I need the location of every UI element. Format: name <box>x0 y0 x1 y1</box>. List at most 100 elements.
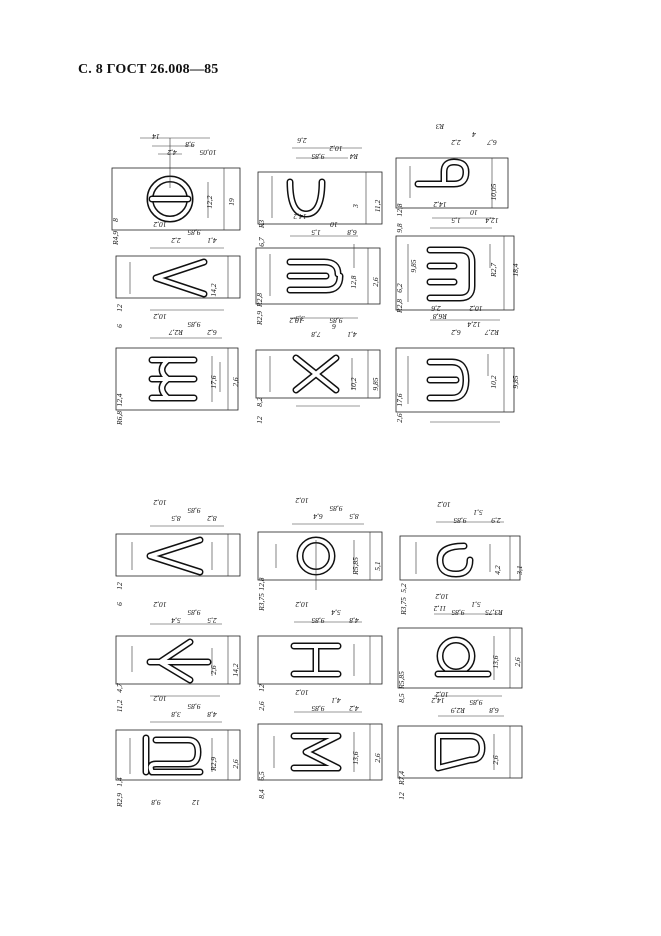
dimension-label: 12,4 <box>115 393 124 406</box>
dimension-label: 10,2 <box>289 316 302 325</box>
dimension-label: 10,2 <box>153 220 166 229</box>
dimension-label: 10,2 <box>153 498 166 507</box>
dimension-label: 9,8 <box>151 798 161 807</box>
dimension-label: 6,2 <box>395 283 404 293</box>
dimension-label: 10,2 <box>489 375 498 388</box>
dimension-label: 2,6 <box>491 755 500 765</box>
dimension-label: R5,85 <box>351 557 360 576</box>
dimension-label: R3,75 <box>257 593 266 612</box>
dimension-label: 4,2 <box>167 148 177 157</box>
dimension-label: 9,8 <box>185 140 195 149</box>
dimension-label: R2,8 <box>255 293 264 308</box>
dimension-label: 10,2 <box>469 304 482 313</box>
dimension-label: R4 <box>350 152 360 161</box>
dimension-label: 10,2 <box>295 688 308 697</box>
dimension-label: 8,5 <box>397 693 406 703</box>
dimension-label: 9,85 <box>311 704 324 713</box>
dimension-label: R5,85 <box>397 671 406 690</box>
dimension-label: 4,2 <box>349 704 359 713</box>
dimension-label: R6,8 <box>115 411 124 426</box>
dimension-label: 13,6 <box>351 751 360 764</box>
dimension-label: 12,2 <box>205 195 214 208</box>
dimension-label: 10,2 <box>295 496 308 505</box>
dimension-label: 10,05 <box>489 183 498 200</box>
dimension-label: 17,6 <box>209 375 218 388</box>
dimension-label: 10,05 <box>199 148 216 157</box>
dimension-label: 1,5 <box>311 228 321 237</box>
dimension-label: R2,9 <box>255 311 264 326</box>
dimension-label: 10,2 <box>349 377 358 390</box>
dimension-label: 5,2 <box>399 583 408 593</box>
dimension-label: 5,1 <box>471 600 480 609</box>
dimension-label: 13,6 <box>491 655 500 668</box>
dimension-label: 4 <box>472 130 476 139</box>
dimension-label: 14,2 <box>433 200 446 209</box>
dimension-label: 5,1 <box>373 561 382 570</box>
dimension-label: 6,7 <box>487 138 497 147</box>
dimension-label: 6,8 <box>489 706 499 715</box>
dimension-label: 11,2 <box>115 699 124 712</box>
dimension-label: 9,85 <box>453 516 466 525</box>
dimension-label: 4,1 <box>207 236 216 245</box>
dimension-label: 9,85 <box>469 698 482 707</box>
dimension-label: 8,5 <box>171 514 181 523</box>
dimension-label: 2,6 <box>209 665 218 675</box>
dimension-label: 11,2 <box>433 604 446 613</box>
dimension-label: 12,8 <box>349 275 358 288</box>
dimension-label: 4,2 <box>493 565 502 575</box>
dimension-label: 3,9 <box>295 314 306 323</box>
dimension-label: R3,75 <box>485 608 504 617</box>
dimension-label: 12,4 <box>485 216 498 225</box>
dimension-label: 2,6 <box>231 377 240 387</box>
dimension-label: 5,4 <box>171 616 181 625</box>
dimension-label: 12 <box>192 798 200 807</box>
dimension-label: 12,4 <box>467 320 480 329</box>
dimension-label: 2,6 <box>431 304 441 313</box>
dimension-label: 9,85 <box>511 375 520 388</box>
dimension-label: R2,8 <box>395 299 404 314</box>
dimension-label: 9,8 <box>395 223 404 233</box>
dimension-label: 10,2 <box>435 690 448 699</box>
dimension-label: R2,7 <box>169 328 184 337</box>
dimension-label: 3,8 <box>171 710 182 719</box>
dimension-label: 14,2 <box>209 283 218 296</box>
dimension-label: 2,6 <box>297 136 307 145</box>
dimension-label: 12,8 <box>395 203 404 216</box>
dimension-label: R2,7 <box>485 328 500 337</box>
dimension-label: 4,8 <box>349 616 359 625</box>
dimension-label: 2,9 <box>491 516 501 525</box>
dimension-label: 6,7 <box>257 237 266 247</box>
dimension-label: 8 <box>111 218 120 222</box>
dimension-label: 5,1 <box>473 508 482 517</box>
dimension-label: 10,2 <box>329 144 342 153</box>
dimension-label: 14 <box>152 132 160 141</box>
dimension-label: 6,4 <box>313 512 323 521</box>
dimension-label: 14,2 <box>293 212 306 221</box>
dimension-label: R6,8 <box>433 312 448 321</box>
dimension-label: 14,2 <box>431 696 444 705</box>
dimension-label: 19 <box>227 198 236 206</box>
dimension-label: 9,85 <box>451 608 464 617</box>
dimension-label: 8,5 <box>349 512 359 521</box>
dimension-label: 18,4 <box>511 263 520 276</box>
dimension-label: 10,2 <box>435 592 448 601</box>
